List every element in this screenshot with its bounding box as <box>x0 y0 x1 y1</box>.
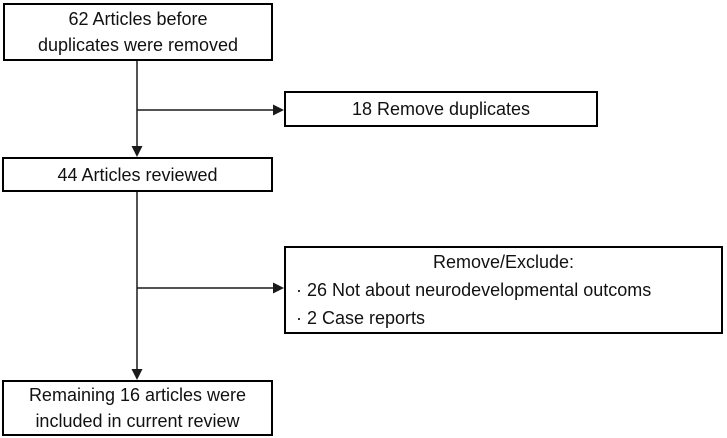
box-articles-before-duplicates: 62 Articles before duplicates were remov… <box>3 3 273 61</box>
arrowhead-down-1 <box>131 146 143 157</box>
arrowhead-down-2 <box>131 369 143 380</box>
box-text-line: included in current review <box>35 411 240 431</box>
box-remove-duplicates: 18 Remove duplicates <box>284 91 598 127</box>
box-text-line: 62 Articles before <box>68 9 208 29</box>
box-text-line: 44 Articles reviewed <box>57 164 218 185</box>
box-text-line: Remaining 16 articles were <box>28 385 247 405</box>
arrowhead-right-1 <box>273 104 284 116</box>
box-text-line: duplicates were removed <box>37 35 239 55</box>
box-articles-included: Remaining 16 articles were included in c… <box>2 380 273 436</box>
arrowhead-right-2 <box>273 282 284 294</box>
box-text-line: 18 Remove duplicates <box>351 99 531 119</box>
box-articles-reviewed: 44 Articles reviewed <box>2 157 273 192</box>
exclusion-item: · 26 Not about neurodevelopmental outcom… <box>296 280 652 300</box>
box-remove-exclude: Remove/Exclude: · 26 Not about neurodeve… <box>284 246 723 334</box>
exclusion-title: Remove/Exclude: <box>432 252 575 272</box>
exclusion-item: · 2 Case reports <box>296 308 426 328</box>
